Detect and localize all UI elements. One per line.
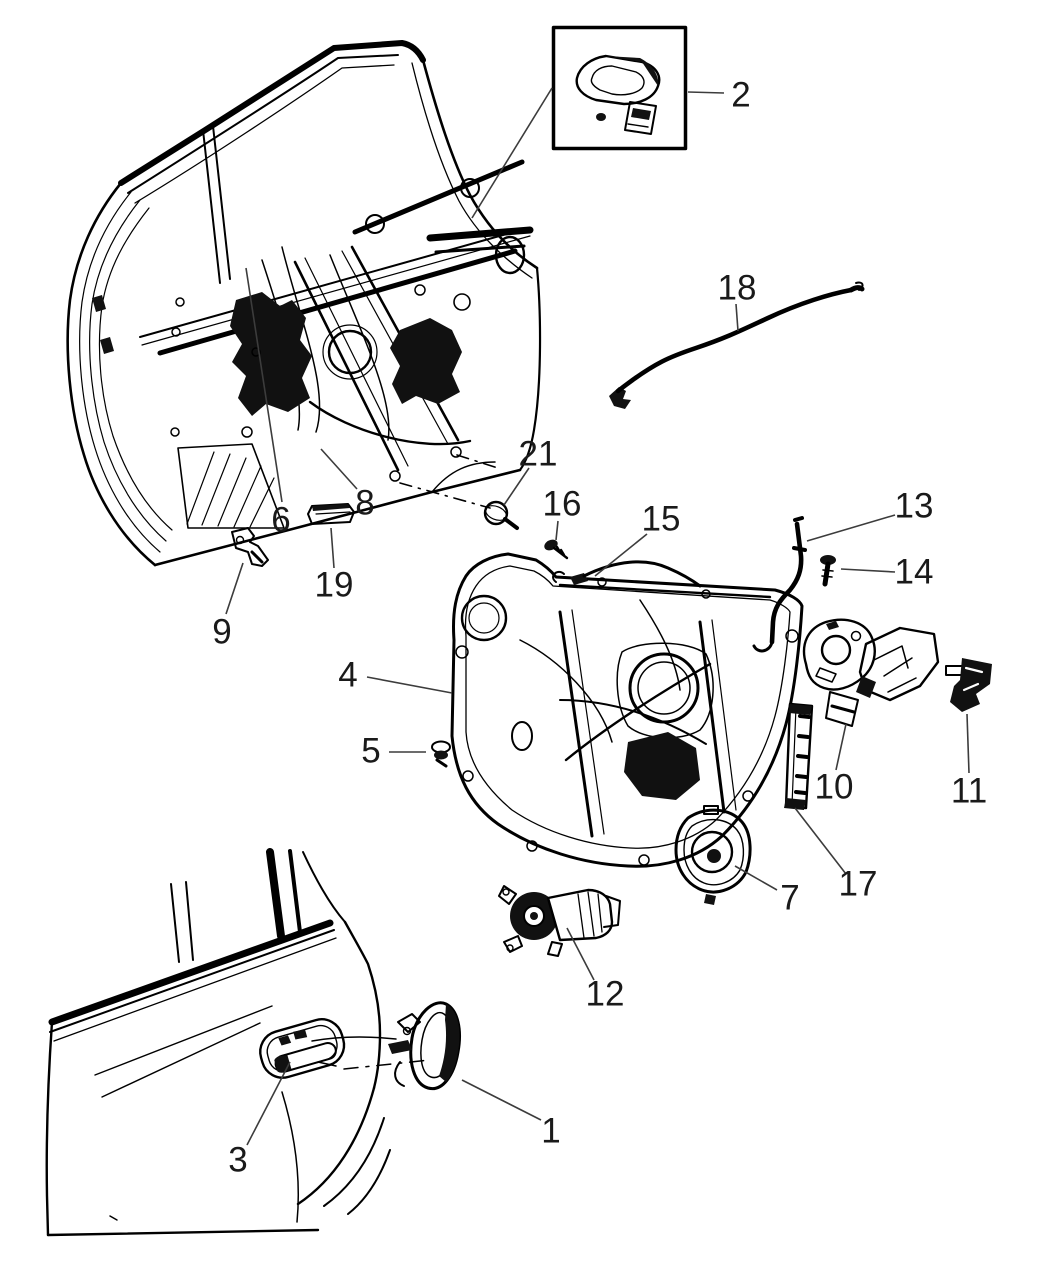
leader-line-6	[245, 267, 283, 503]
callout-label-19: 19	[315, 566, 354, 605]
window-switch-bezel	[624, 101, 657, 135]
callout-label-21: 21	[519, 435, 558, 474]
inner-handle-inset-box	[551, 25, 688, 151]
callout-label-7: 7	[780, 879, 799, 918]
callout-label-3: 3	[228, 1141, 247, 1180]
module-motor-cluster	[624, 732, 700, 800]
rear-door-inner-view	[66, 40, 542, 567]
door-latch-assembly	[802, 618, 940, 727]
glass-sash-channel	[784, 702, 814, 810]
callout-label-8: 8	[355, 484, 374, 523]
window-lift-motor	[498, 885, 621, 957]
callout-label-5: 5	[361, 732, 380, 771]
callout-label-1: 1	[541, 1112, 560, 1151]
door-outer-panel-view	[45, 848, 431, 1237]
callout-label-2: 2	[731, 76, 750, 115]
leader-line-19	[330, 527, 335, 569]
callout-label-11: 11	[951, 772, 987, 811]
regulator-motor-cluster	[390, 318, 462, 404]
leader-line-21	[503, 467, 530, 506]
leader-line-10	[835, 723, 847, 771]
leader-line-11	[966, 713, 970, 774]
handle-bezel-cutout	[259, 1018, 346, 1079]
inside-door-handle	[575, 54, 661, 106]
callout-label-6: 6	[271, 501, 290, 540]
speaker-grommet	[674, 805, 752, 905]
callout-label-12: 12	[586, 975, 625, 1014]
bolt-21	[483, 500, 519, 530]
callout-label-15: 15	[642, 500, 681, 539]
leader-line-2	[687, 91, 725, 94]
leader-line-12	[566, 927, 595, 981]
callout-label-9: 9	[212, 613, 231, 652]
leader-line-1	[461, 1079, 542, 1121]
exterior-door-handle	[388, 1001, 461, 1091]
callout-label-14: 14	[895, 553, 934, 592]
handle-screw-dot	[596, 113, 606, 121]
leader-line-9	[225, 562, 244, 615]
leader-line-4	[366, 676, 453, 694]
callout-label-17: 17	[839, 865, 878, 904]
leader-line-16	[555, 520, 559, 541]
door-latch-cluster	[230, 292, 312, 416]
callout-label-10: 10	[815, 768, 854, 807]
leader-line-18	[735, 303, 739, 332]
callout-label-4: 4	[338, 656, 357, 695]
screw-16	[544, 539, 569, 560]
callout-label-18: 18	[718, 269, 757, 308]
door-module-carrier-panel	[450, 552, 804, 868]
lock-knob-rod	[752, 516, 807, 653]
leader-line-8	[320, 448, 358, 490]
callout-label-13: 13	[895, 487, 934, 526]
leader-line-15	[594, 533, 648, 577]
leader-line-14	[840, 568, 896, 573]
bracket-9	[231, 527, 269, 567]
leader-line-2	[471, 87, 553, 219]
leader-line-7	[734, 865, 778, 891]
screw-14	[820, 555, 836, 587]
leader-line-17	[794, 807, 847, 875]
latch-release-cable	[609, 281, 865, 409]
callout-label-16: 16	[543, 485, 582, 524]
leader-line-3	[246, 1061, 291, 1146]
grommet-5	[431, 740, 451, 768]
striker-bracket	[945, 658, 992, 712]
leader-line-13	[806, 514, 896, 542]
inside-latch-cable	[552, 560, 702, 588]
clip-19	[307, 503, 355, 525]
